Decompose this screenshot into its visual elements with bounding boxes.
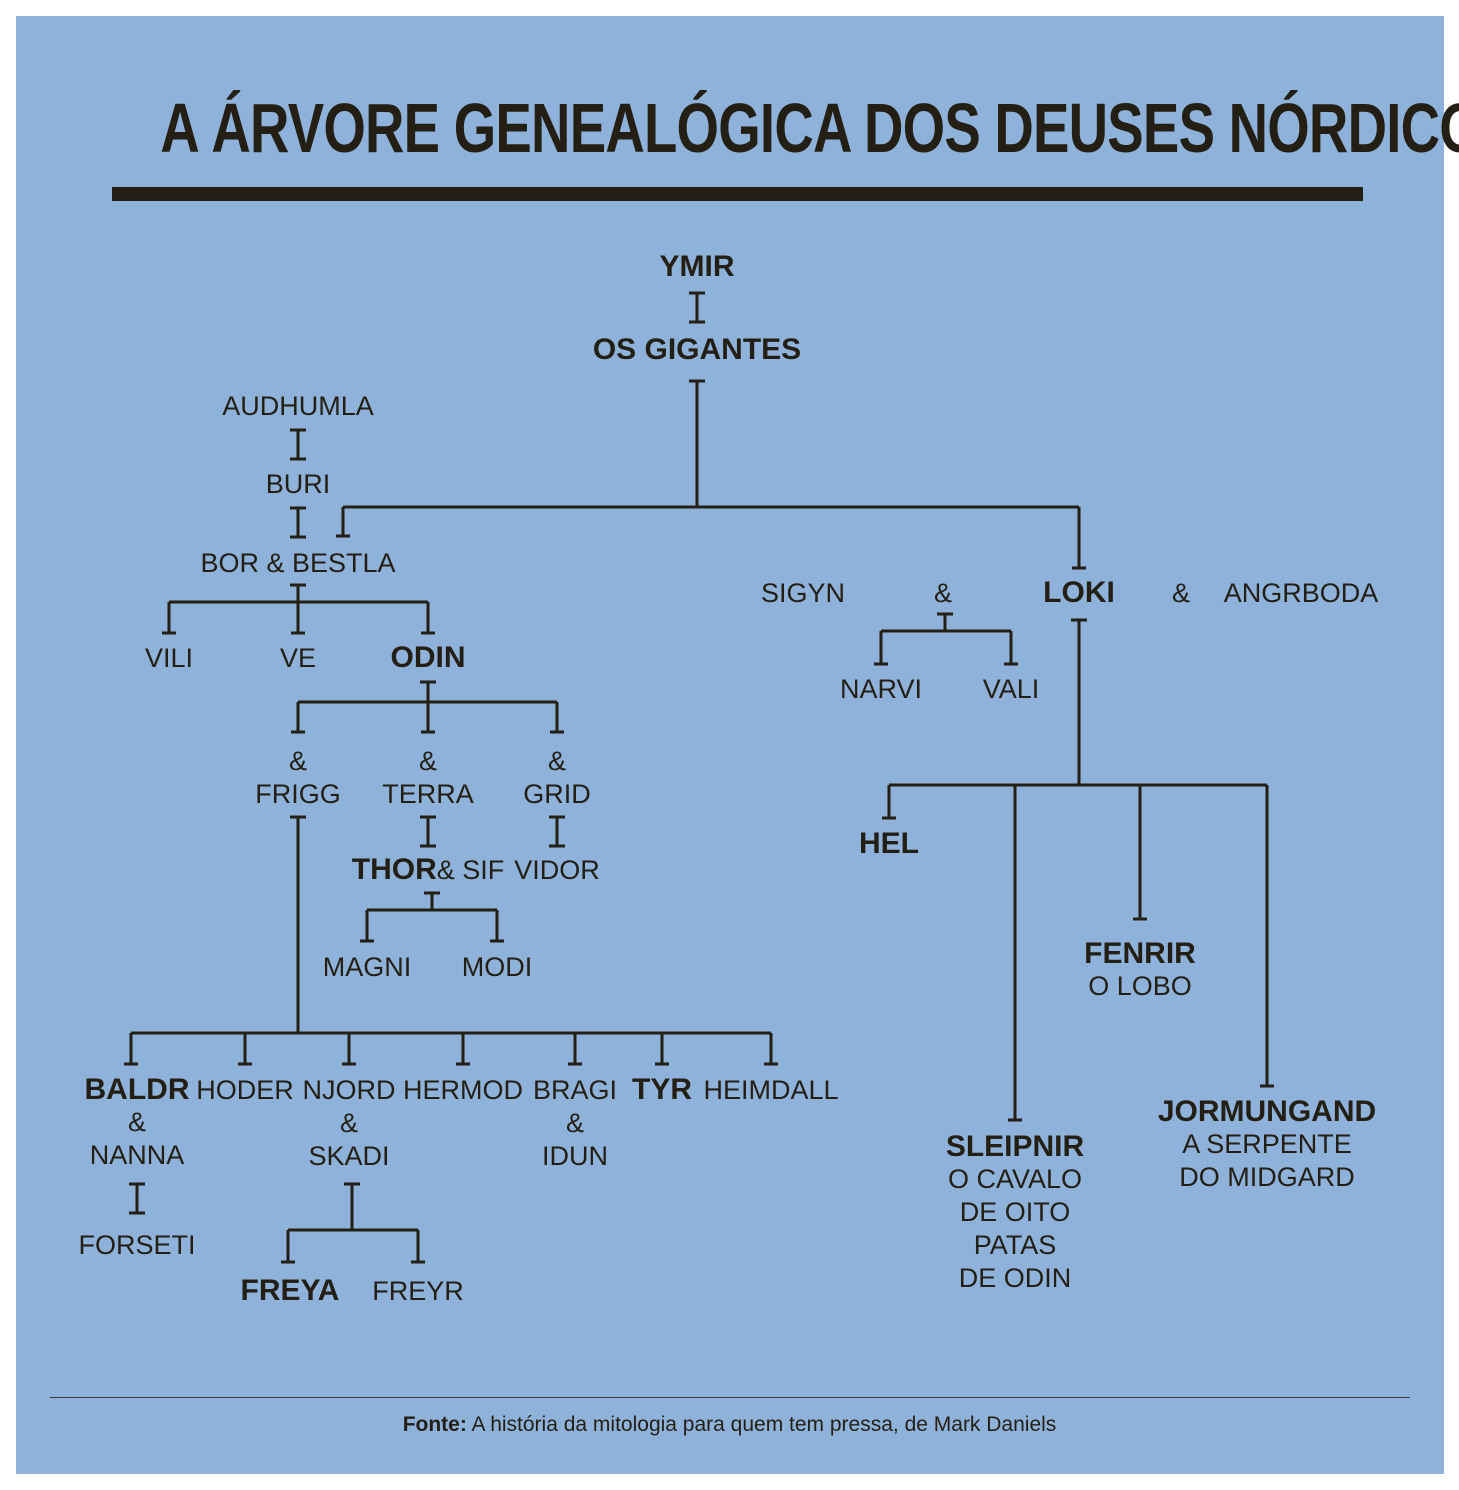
node-heimdall: HEIMDALL (703, 1075, 839, 1105)
node-frigg: &FRIGG (255, 745, 341, 811)
node-hel: HEL (859, 827, 919, 861)
node-vidor: VIDOR (514, 855, 600, 885)
node-sleipnir-desc-4: DE ODIN (958, 1263, 1072, 1293)
source-credit: Fonte: A história da mitologia para quem… (0, 1413, 1459, 1437)
node-grid-label: GRID (523, 779, 591, 809)
node-buri: BURI (265, 469, 331, 499)
ampersand: & (547, 746, 566, 776)
node-hermod: HERMOD (403, 1075, 523, 1105)
node-loki: LOKI (1043, 576, 1115, 610)
node-narvi: NARVI (839, 674, 923, 704)
node-magni: MAGNI (322, 952, 412, 982)
ampersand: & (565, 1108, 584, 1138)
node-idun-label: IDUN (542, 1141, 608, 1171)
node-hel-label: HEL (859, 827, 919, 860)
node-odin-label: ODIN (390, 641, 466, 674)
node-tyr-label: TYR (632, 1073, 692, 1106)
ampersand: & (288, 746, 307, 776)
node-hoder: HODER (196, 1075, 294, 1105)
node-freyr: FREYR (372, 1276, 464, 1306)
footer-divider (50, 1397, 1410, 1398)
node-freya: FREYA (241, 1274, 340, 1308)
node-os-gigantes-label: OS GIGANTES (592, 333, 802, 366)
node-audhumla: AUDHUMLA (222, 391, 374, 421)
node-odin: ODIN (391, 641, 466, 675)
node-ymir-label: YMIR (659, 250, 735, 283)
node-thor-label: THOR (351, 853, 437, 886)
node-grid: &GRID (523, 745, 591, 811)
node-jormungand-desc-1: A SERPENTE (1182, 1129, 1352, 1159)
node-vili: VILI (144, 643, 194, 673)
node-sleipnir-desc-2: DE OITO (959, 1197, 1071, 1227)
node-terra-label: TERRA (382, 779, 474, 809)
source-text: A história da mitologia para quem tem pr… (466, 1413, 1057, 1436)
node-vali: VALI (982, 674, 1040, 704)
node-bragi-label: BRAGI (532, 1075, 618, 1105)
ampersand-sigyn-loki: & (933, 578, 953, 608)
ampersand: & (418, 746, 438, 776)
node-terra: &TERRA (382, 745, 474, 811)
node-freya-label: FREYA (240, 1274, 340, 1307)
node-nanna-label: NANNA (89, 1140, 185, 1170)
node-bragi-idun: BRAGI&IDUN (533, 1074, 617, 1173)
node-skadi-label: SKADI (308, 1141, 390, 1171)
node-tyr: TYR (632, 1073, 692, 1107)
node-sif-label: & SIF (436, 855, 505, 885)
node-njord-label: NJORD (302, 1075, 396, 1105)
source-label: Fonte: (402, 1413, 467, 1436)
node-fenrir-desc: O LOBO (1088, 971, 1192, 1001)
node-forseti: FORSETI (78, 1230, 196, 1260)
page-title: A ÁRVORE GENEALÓGICA DOS DEUSES NÓRDICOS (160, 89, 1459, 167)
node-os-gigantes: OS GIGANTES (593, 333, 801, 367)
node-jormungand: JORMUNGAND A SERPENTE DO MIDGARD (1158, 1095, 1376, 1194)
node-jormungand-label: JORMUNGAND (1157, 1095, 1377, 1128)
infographic-card (16, 16, 1444, 1474)
node-sigyn: SIGYN (760, 578, 846, 608)
node-sleipnir-desc-1: O CAVALO (947, 1164, 1083, 1194)
node-fenrir-label: FENRIR (1084, 937, 1196, 970)
title-underline (112, 187, 1363, 201)
node-sleipnir-label: SLEIPNIR (945, 1130, 1085, 1163)
node-bor-bestla: BOR & BESTLA (200, 548, 396, 578)
ampersand: & (127, 1107, 146, 1137)
node-loki-label: LOKI (1043, 576, 1115, 609)
node-baldr-label: BALDR (84, 1073, 190, 1106)
ampersand: & (339, 1108, 358, 1138)
node-ymir: YMIR (660, 250, 735, 284)
node-sleipnir-desc-3: PATAS (973, 1230, 1057, 1260)
node-njord-skadi: NJORD&SKADI (303, 1074, 396, 1173)
node-thor-sif: THOR& SIF (352, 853, 505, 887)
node-jormungand-desc-2: DO MIDGARD (1179, 1162, 1355, 1192)
node-ve: VE (279, 643, 317, 673)
node-modi: MODI (461, 952, 533, 982)
node-baldr-nanna: BALDR&NANNA (85, 1073, 190, 1172)
node-frigg-label: FRIGG (255, 779, 341, 809)
ampersand-loki-angrboda: & (1171, 578, 1191, 608)
node-sleipnir: SLEIPNIR O CAVALO DE OITO PATAS DE ODIN (946, 1130, 1084, 1295)
node-angrboda: ANGRBODA (1223, 578, 1379, 608)
